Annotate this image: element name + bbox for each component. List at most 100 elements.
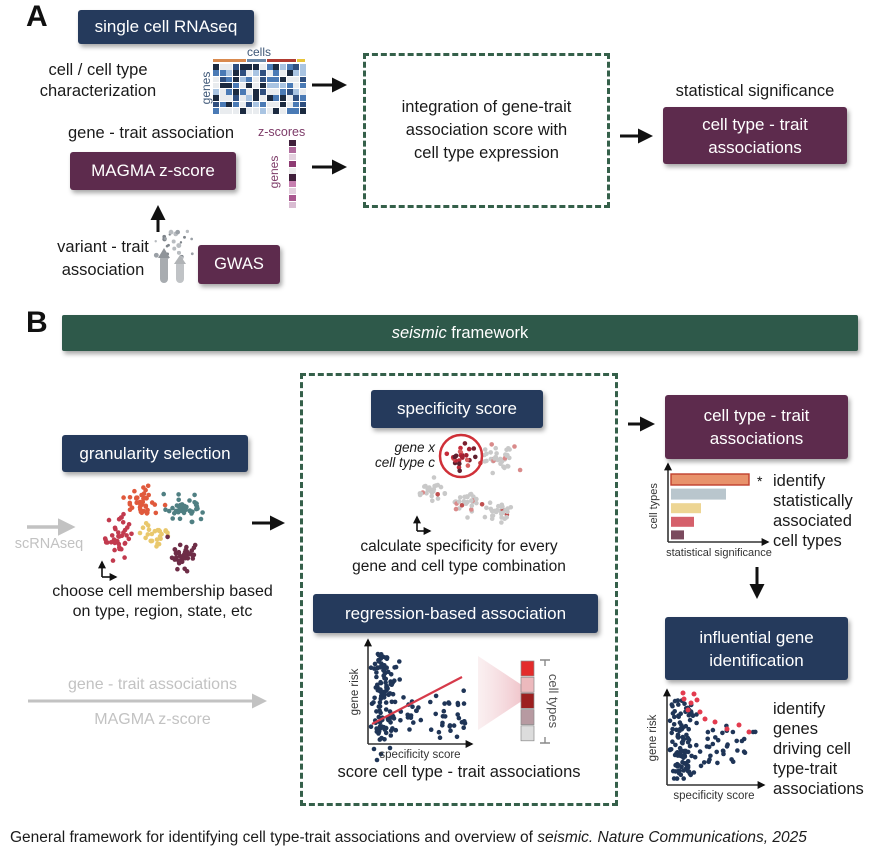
cluster-dot [120,520,126,525]
cluster-dot [512,444,517,449]
heatmap-cell [279,95,286,101]
heatmap-cell [279,76,286,83]
scatter-dot [379,661,384,666]
scatter-dot [710,727,716,733]
heatmap-cell [293,95,300,101]
cluster-dot [502,465,507,471]
scatter-dot [433,711,439,717]
scatter-dot [670,726,675,732]
influential-gene-scatter [667,690,758,781]
scatter-dot [685,739,691,745]
cluster-dot [457,468,463,474]
heatmap-cell [293,70,300,76]
scatter-dot [687,771,693,776]
cluster-dot [426,485,432,491]
cluster-dot [126,536,132,542]
heatmap-cell [273,76,280,83]
heatmap-cell [226,70,233,76]
heatmap-cell [239,70,246,76]
cluster-dot [146,492,151,498]
significance-bar-3 [671,503,701,514]
cluster-dot [170,516,175,521]
cluster-dot [192,492,197,498]
cluster-dot [163,528,168,534]
cluster-dot [173,550,179,556]
zscore-cell [289,195,296,202]
scatter-dot [705,736,710,742]
cluster-dot [465,463,471,468]
heatmap-cell [259,70,266,76]
scatter-dot [374,674,379,680]
influential-ylabel: gene risk [647,714,659,761]
heatmap-cell [293,89,300,95]
heatmap-cell [246,101,253,108]
heatmap-strip-segment [246,59,267,62]
celltype-trait-box-b: cell type - trait associations [665,395,848,459]
barchart-xlabel: statistical significance [666,547,772,559]
heatmap-grid [213,64,306,114]
seismic-dashed-box [300,373,618,806]
highlighted-gene-dot [697,709,703,715]
heatmap-cell [239,76,246,83]
highlighted-gene-dot [712,719,718,725]
celltype-trait-box-a: cell type - trait associations [663,107,847,164]
scatter-dot [372,695,377,701]
heatmap-cell [219,70,226,76]
cluster-dot [494,451,499,456]
scatter-dot [679,753,685,758]
scatter-dot [710,741,716,747]
scatter-dot [456,715,462,721]
cluster-dot [187,498,192,503]
heatmap-cell [226,101,233,108]
heatmap-cell [219,101,226,108]
cluster-dot [493,454,498,460]
heatmap-cell [253,76,260,83]
cluster-dot [453,506,459,512]
scatter-dot [676,713,681,718]
cluster-dot [459,503,465,508]
cluster-dot [482,514,488,520]
heatmap-cell [299,89,306,95]
cluster-dot [161,491,166,497]
heatmap-cell [259,101,266,108]
heatmap-cell [239,101,246,108]
cluster-dot [488,450,494,455]
cluster-dot [166,508,172,514]
gwas-dot [190,237,193,241]
heatmap-cell [266,95,273,101]
highlighted-gene-dot [691,691,697,697]
cluster-dot [482,452,487,458]
scatter-dot [401,695,406,700]
cluster-dot [442,491,448,496]
cluster-dot [200,510,205,515]
gwas-dot [190,252,194,256]
heatmap-strip-segment [213,59,246,62]
gene-celltype-highlight-circle [438,433,484,479]
cluster-dot [471,446,477,451]
banner-italic-text: seismic [391,323,447,342]
significance-bar-1 [670,473,750,486]
cluster-dot [157,534,163,539]
scatter-dot [686,726,691,732]
cluster-dot [430,498,435,504]
heatmap-group-strip [213,59,305,62]
zscore-cell [289,160,296,167]
barchart-ylabel: cell types [648,483,660,529]
cluster-dot [435,496,441,501]
heatmap-cell [246,70,253,76]
cluster-dot [429,490,435,496]
gwas-dot [163,237,167,241]
variant-trait-label: variant - trait association [57,238,149,279]
heatmap-cell [273,82,280,89]
highlighted-gene-dot [685,707,691,713]
cluster-dot [132,488,137,494]
heatmap-cell [286,70,293,76]
heatmap-cell [246,95,253,101]
scatter-dot [676,702,681,707]
scatter-dot [398,718,403,723]
heatmap-cell [219,89,226,95]
heatmap-cell [266,89,273,95]
gene-trait-gray-label: gene - trait associations [68,676,237,693]
cluster-dot [517,467,523,473]
cluster-dot [482,447,488,452]
